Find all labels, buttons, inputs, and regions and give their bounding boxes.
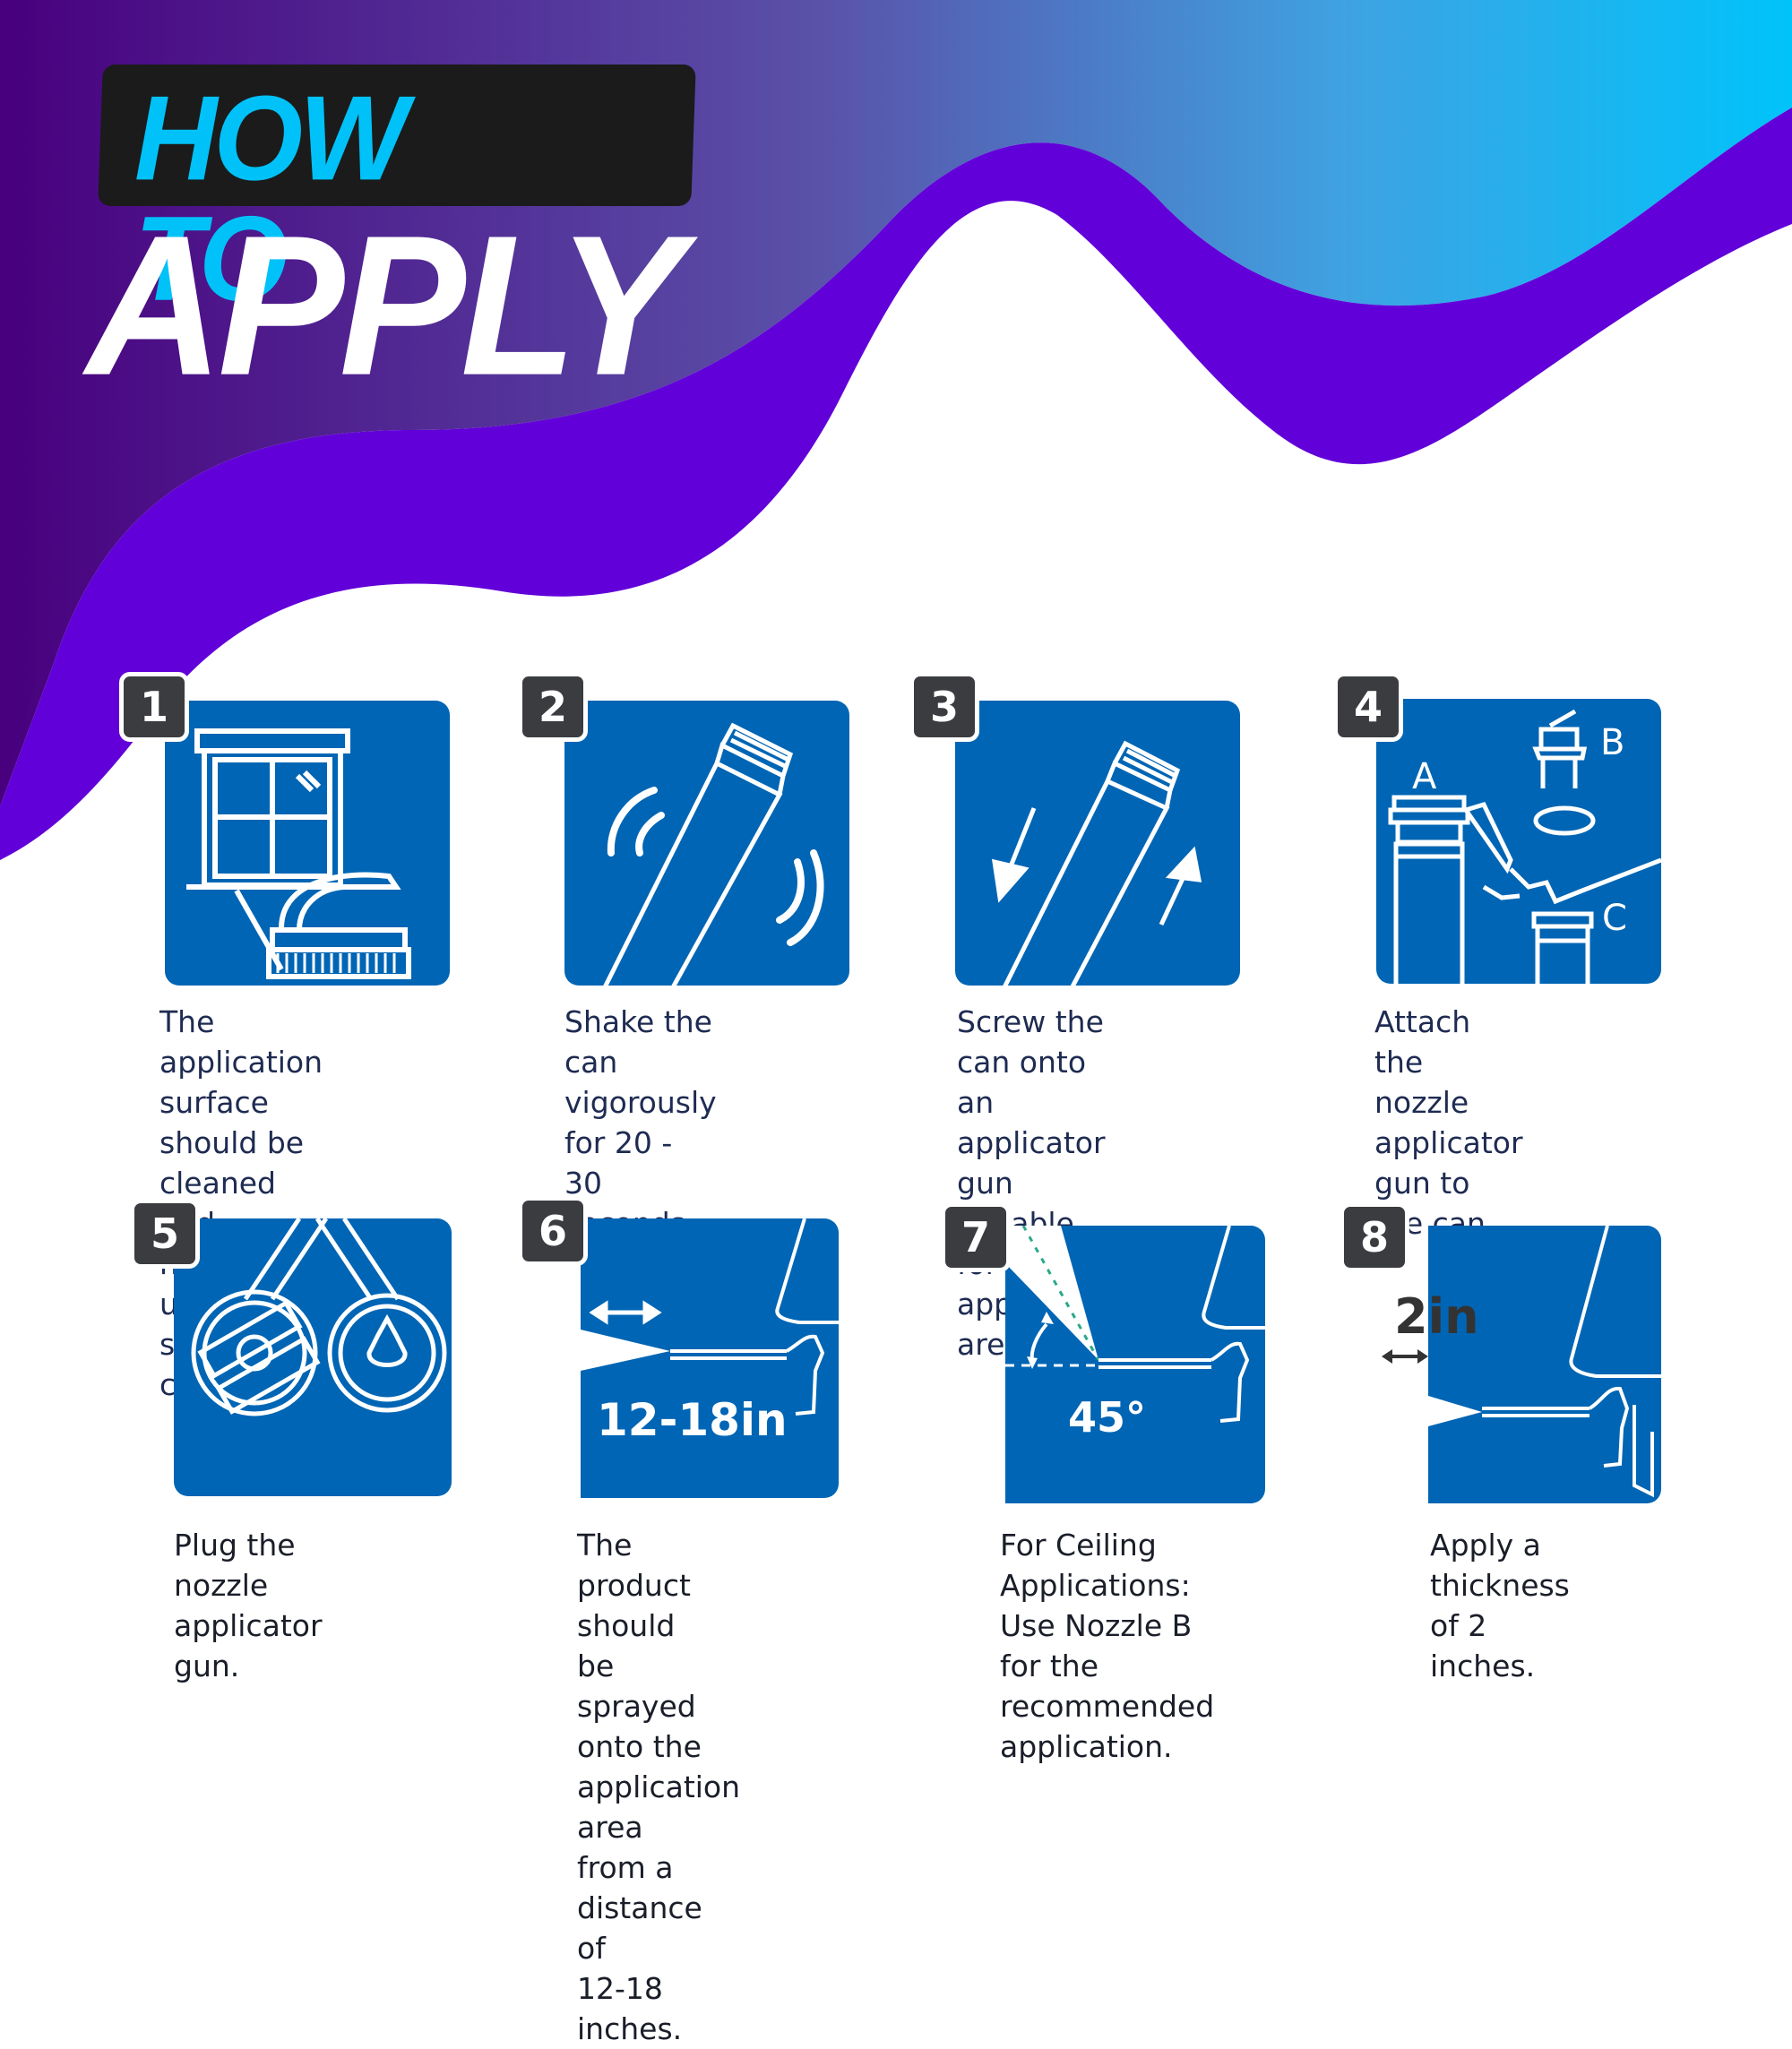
svg-text:A: A	[1412, 756, 1437, 797]
attach-nozzle-icon: A B C	[1376, 699, 1661, 984]
step-number-badge: 6	[518, 1196, 588, 1266]
spray-distance-icon: 12-18in	[581, 1218, 839, 1498]
step-number-badge: 2	[518, 672, 588, 742]
step-number-badge: 8	[1340, 1202, 1409, 1272]
step-number-badge: 3	[909, 672, 979, 742]
double-arrow-icon	[1382, 1349, 1428, 1364]
step-number-badge: 5	[130, 1199, 200, 1269]
svg-text:B: B	[1600, 722, 1624, 763]
title-how-to: HOW TO	[134, 71, 408, 327]
shake-can-icon	[564, 701, 849, 986]
title-apply: APPLY	[86, 194, 684, 417]
window-and-brush-icon	[165, 701, 450, 986]
step-caption: The product should be sprayed onto the a…	[577, 1528, 741, 2046]
step-number-badge: 7	[941, 1202, 1011, 1272]
plug-nozzle-icon	[174, 1218, 452, 1496]
step-caption: Shake the can vigorously for 20 - 30 sec…	[564, 1004, 717, 1241]
svg-text:C: C	[1602, 898, 1627, 939]
step-caption: For Ceiling Applications: Use Nozzle B f…	[1000, 1528, 1215, 1764]
step-caption: Plug the nozzle applicator gun.	[174, 1528, 323, 1683]
step-caption: Apply a thickness of 2 inches.	[1430, 1528, 1570, 1683]
screw-can-icon	[955, 701, 1240, 986]
step-number-badge: 4	[1333, 672, 1403, 742]
svg-text:12-18in: 12-18in	[597, 1394, 788, 1446]
spray-angle-icon: 45°	[1005, 1226, 1265, 1503]
spray-thickness-icon	[1428, 1226, 1661, 1503]
thickness-label: 2in	[1394, 1288, 1479, 1345]
step-number-badge: 1	[119, 672, 189, 742]
svg-text:45°: 45°	[1068, 1393, 1146, 1442]
